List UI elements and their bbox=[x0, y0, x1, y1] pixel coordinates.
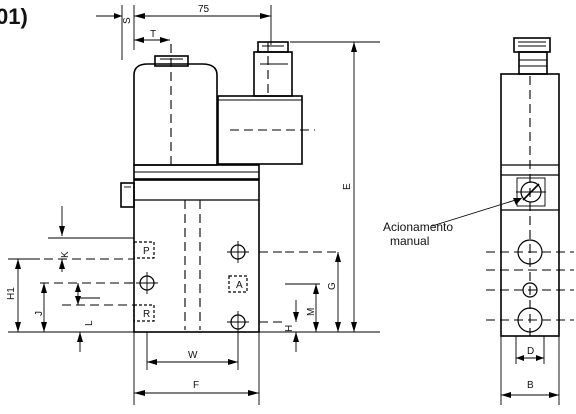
side-view: D B bbox=[431, 37, 574, 405]
dim-H1: H1 bbox=[6, 287, 17, 300]
dim-side-width: B bbox=[527, 380, 534, 391]
port-R: R bbox=[133, 304, 155, 322]
front-view: 75 S T bbox=[6, 4, 380, 405]
dim-L: L bbox=[84, 320, 95, 326]
dim-top-width: 75 bbox=[198, 4, 210, 15]
label-port-R: R bbox=[143, 309, 150, 320]
dim-G: G bbox=[327, 282, 338, 290]
dim-E: E bbox=[342, 183, 353, 190]
annotation-line2: manual bbox=[390, 234, 429, 248]
label-port-P: P bbox=[143, 246, 150, 257]
dim-H: H bbox=[284, 325, 295, 332]
port-P: P bbox=[133, 241, 155, 259]
dim-K: K bbox=[60, 251, 71, 258]
dim-M: M bbox=[306, 308, 317, 316]
dim-F: F bbox=[193, 380, 199, 391]
annotation-line1: Acionamento bbox=[383, 220, 453, 234]
dim-T: T bbox=[150, 29, 156, 40]
dim-D: D bbox=[527, 346, 534, 357]
dim-W: W bbox=[188, 350, 198, 361]
label-port-A: A bbox=[236, 280, 243, 291]
figure-tag: 01) bbox=[0, 4, 28, 29]
dim-top-offset: S bbox=[122, 17, 133, 24]
dim-J: J bbox=[34, 311, 45, 316]
